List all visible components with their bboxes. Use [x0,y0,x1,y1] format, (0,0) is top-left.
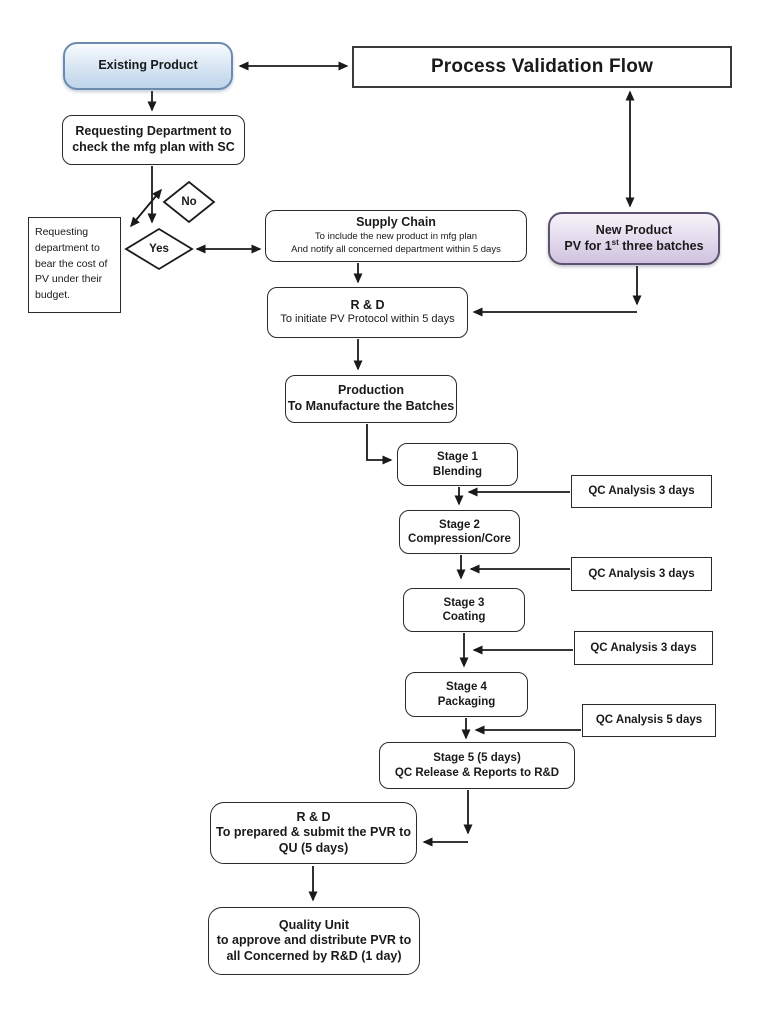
stage2-line1: Compression/Core [408,533,511,545]
stage4-line1: Packaging [437,695,496,708]
decision-no-diamond [162,180,216,224]
node-stage4: Stage 4 Packaging [405,672,528,717]
decision-yes-label: Yes [149,243,169,255]
node-title: Process Validation Flow [352,46,732,88]
supply-chain-line1: To include the new product in mfg plan [314,231,478,242]
node-existing-product: Existing Product [63,42,233,90]
cost-note-text: Requesting department to bear the cost o… [35,226,108,301]
qc2-label: QC Analysis 3 days [588,567,695,580]
node-production: Production To Manufacture the Batches [285,375,457,423]
node-rd-pvr: R & D To prepared & submit the PVR to QU… [210,802,417,864]
arrow-production-to-stage1 [366,424,393,465]
supply-chain-line2: And notify all concerned department with… [291,243,501,255]
node-supply-chain: Supply Chain To include the new product … [265,210,527,262]
rd-protocol-line1: To initiate PV Protocol within 5 days [280,313,455,326]
stage4-title: Stage 4 [446,681,487,694]
supply-chain-title: Supply Chain [356,215,436,230]
page-title: Process Validation Flow [430,56,654,78]
rd-protocol-title: R & D [350,297,385,312]
stage5-title: Stage 5 (5 days) [433,752,521,765]
qc3-label: QC Analysis 3 days [590,641,697,654]
qc1-label: QC Analysis 3 days [588,485,695,498]
node-new-product: New Product PV for 1st three batches [548,212,720,265]
production-title: Production [338,383,404,398]
stage5-line1: QC Release & Reports to R&D [394,766,560,779]
production-line1: To Manufacture the Batches [287,399,455,413]
qc4-label: QC Analysis 5 days [595,714,703,727]
node-cost-note: Requesting department to bear the cost o… [28,217,121,313]
rd-pvr-title: R & D [296,809,331,824]
node-qc4: QC Analysis 5 days [582,704,716,737]
new-product-title: New Product [595,222,673,237]
node-qc1: QC Analysis 3 days [571,475,712,508]
stage3-line1: Coating [442,611,486,623]
requesting-dept-line2: check the mfg plan with SC [72,140,235,154]
node-rd-protocol: R & D To initiate PV Protocol within 5 d… [267,287,468,338]
stage1-title: Stage 1 [437,451,478,464]
stage2-title: Stage 2 [439,518,480,531]
node-stage2: Stage 2 Compression/Core [399,510,520,554]
stage1-line1: Blending [432,465,483,478]
decision-yes-diamond [124,227,194,271]
node-stage3: Stage 3 Coating [403,588,525,632]
quality-unit-line2: all Concerned by R&D (1 day) [226,948,402,963]
rd-pvr-line1: To prepared & submit the PVR to [216,825,411,840]
node-quality-unit: Quality Unit to approve and distribute P… [208,907,420,975]
node-requesting-dept: Requesting Department to check the mfg p… [62,115,245,165]
new-product-subtitle: PV for 1st three batches [564,237,704,253]
quality-unit-line1: to approve and distribute PVR to [216,933,412,948]
node-qc3: QC Analysis 3 days [574,631,713,665]
existing-product-label: Existing Product [98,58,198,73]
node-stage1: Stage 1 Blending [397,443,518,486]
requesting-dept-line1: Requesting Department to [75,124,232,139]
decision-no-label: No [181,196,197,208]
arrow-no-to-cost-note-bidirectional [130,188,162,228]
rd-pvr-line2: QU (5 days) [278,840,349,855]
node-stage5: Stage 5 (5 days) QC Release & Reports to… [379,742,575,789]
stage3-title: Stage 3 [443,596,485,609]
quality-unit-title: Quality Unit [278,917,350,932]
node-qc2: QC Analysis 3 days [571,557,712,591]
